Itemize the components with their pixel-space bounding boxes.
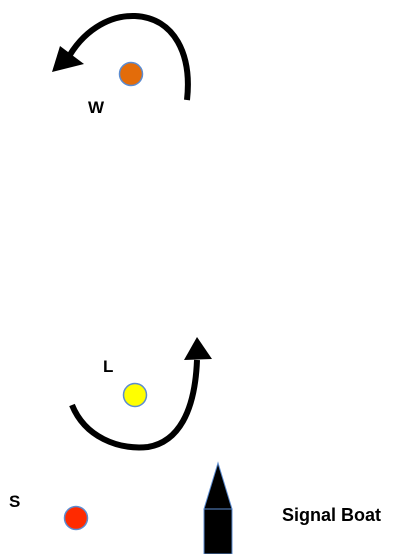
windward-mark-label: W [88, 98, 105, 117]
signal-boat-icon [203, 461, 233, 554]
signal-boat-label: Signal Boat [282, 505, 382, 525]
leeward-mark [122, 382, 148, 408]
windward-rounding-arrow-icon [52, 12, 191, 101]
windward-mark [118, 61, 144, 87]
leeward-rounding-arrow-icon [69, 337, 212, 451]
leeward-mark-label: L [103, 357, 114, 376]
start-mark [63, 505, 89, 531]
start-mark-label: S [9, 492, 21, 511]
